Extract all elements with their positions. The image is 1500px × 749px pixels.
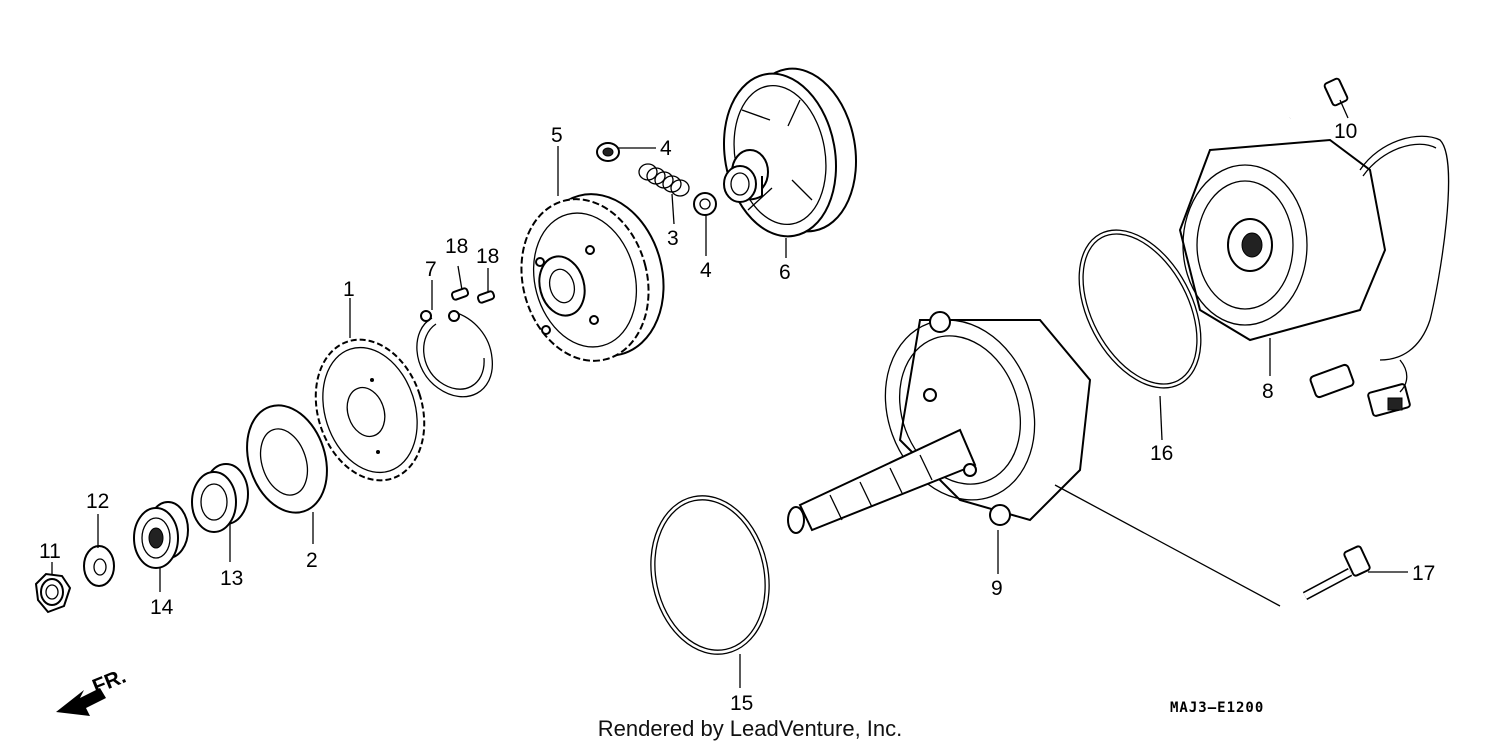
callout-17: 17 xyxy=(1412,562,1435,585)
callout-6: 6 xyxy=(779,261,791,284)
callout-15: 15 xyxy=(730,692,753,715)
front-direction-arrow-icon xyxy=(56,688,106,716)
callout-14: 14 xyxy=(150,596,174,619)
footer-credit: Rendered by LeadVenture, Inc. xyxy=(597,716,903,741)
callout-8: 8 xyxy=(1262,380,1274,403)
part-16-o-ring xyxy=(1078,229,1202,389)
diagram-code: MAJ3–E1200 xyxy=(1170,700,1265,716)
part-3-spring xyxy=(638,163,690,197)
part-17-bolt xyxy=(1302,545,1371,600)
front-direction-label: FR. xyxy=(89,665,129,699)
part-9-shaft-assembly xyxy=(787,311,1092,534)
part-6-clutch-housing xyxy=(722,67,858,238)
callout-12: 12 xyxy=(86,490,109,513)
callout-1: 1 xyxy=(343,278,355,301)
part-5-clutch-outer xyxy=(520,193,665,362)
part-10-bolt xyxy=(1288,77,1349,121)
part-4-spring-cap-upper xyxy=(596,142,620,162)
callout-3: 3 xyxy=(667,227,679,250)
leader-lines xyxy=(51,99,1408,688)
part-18-dowel-pins xyxy=(450,287,496,304)
part-8-generator-cover xyxy=(1178,135,1450,417)
part-15-o-ring xyxy=(650,495,770,655)
callout-13: 13 xyxy=(220,567,243,590)
callout-4-upper: 4 xyxy=(660,137,672,160)
callout-18-left: 18 xyxy=(445,235,468,258)
part-13-collar xyxy=(191,463,249,533)
callout-2: 2 xyxy=(306,549,318,572)
part-11-nut xyxy=(34,572,72,614)
part-7-circlip xyxy=(416,310,493,398)
part-2-thrust-washer xyxy=(246,404,328,514)
callout-18-right: 18 xyxy=(476,245,499,268)
part-4-spring-cap-lower xyxy=(693,192,717,216)
part-1-driven-gear xyxy=(314,338,426,482)
callout-5: 5 xyxy=(551,124,563,147)
callout-11: 11 xyxy=(39,540,61,563)
part-14-bearing xyxy=(133,501,189,569)
callout-9: 9 xyxy=(991,577,1003,600)
callout-4-lower: 4 xyxy=(700,259,712,282)
callout-7: 7 xyxy=(425,258,437,281)
callout-16: 16 xyxy=(1150,442,1173,465)
part-12-washer xyxy=(83,545,115,587)
callout-10: 10 xyxy=(1334,120,1357,143)
